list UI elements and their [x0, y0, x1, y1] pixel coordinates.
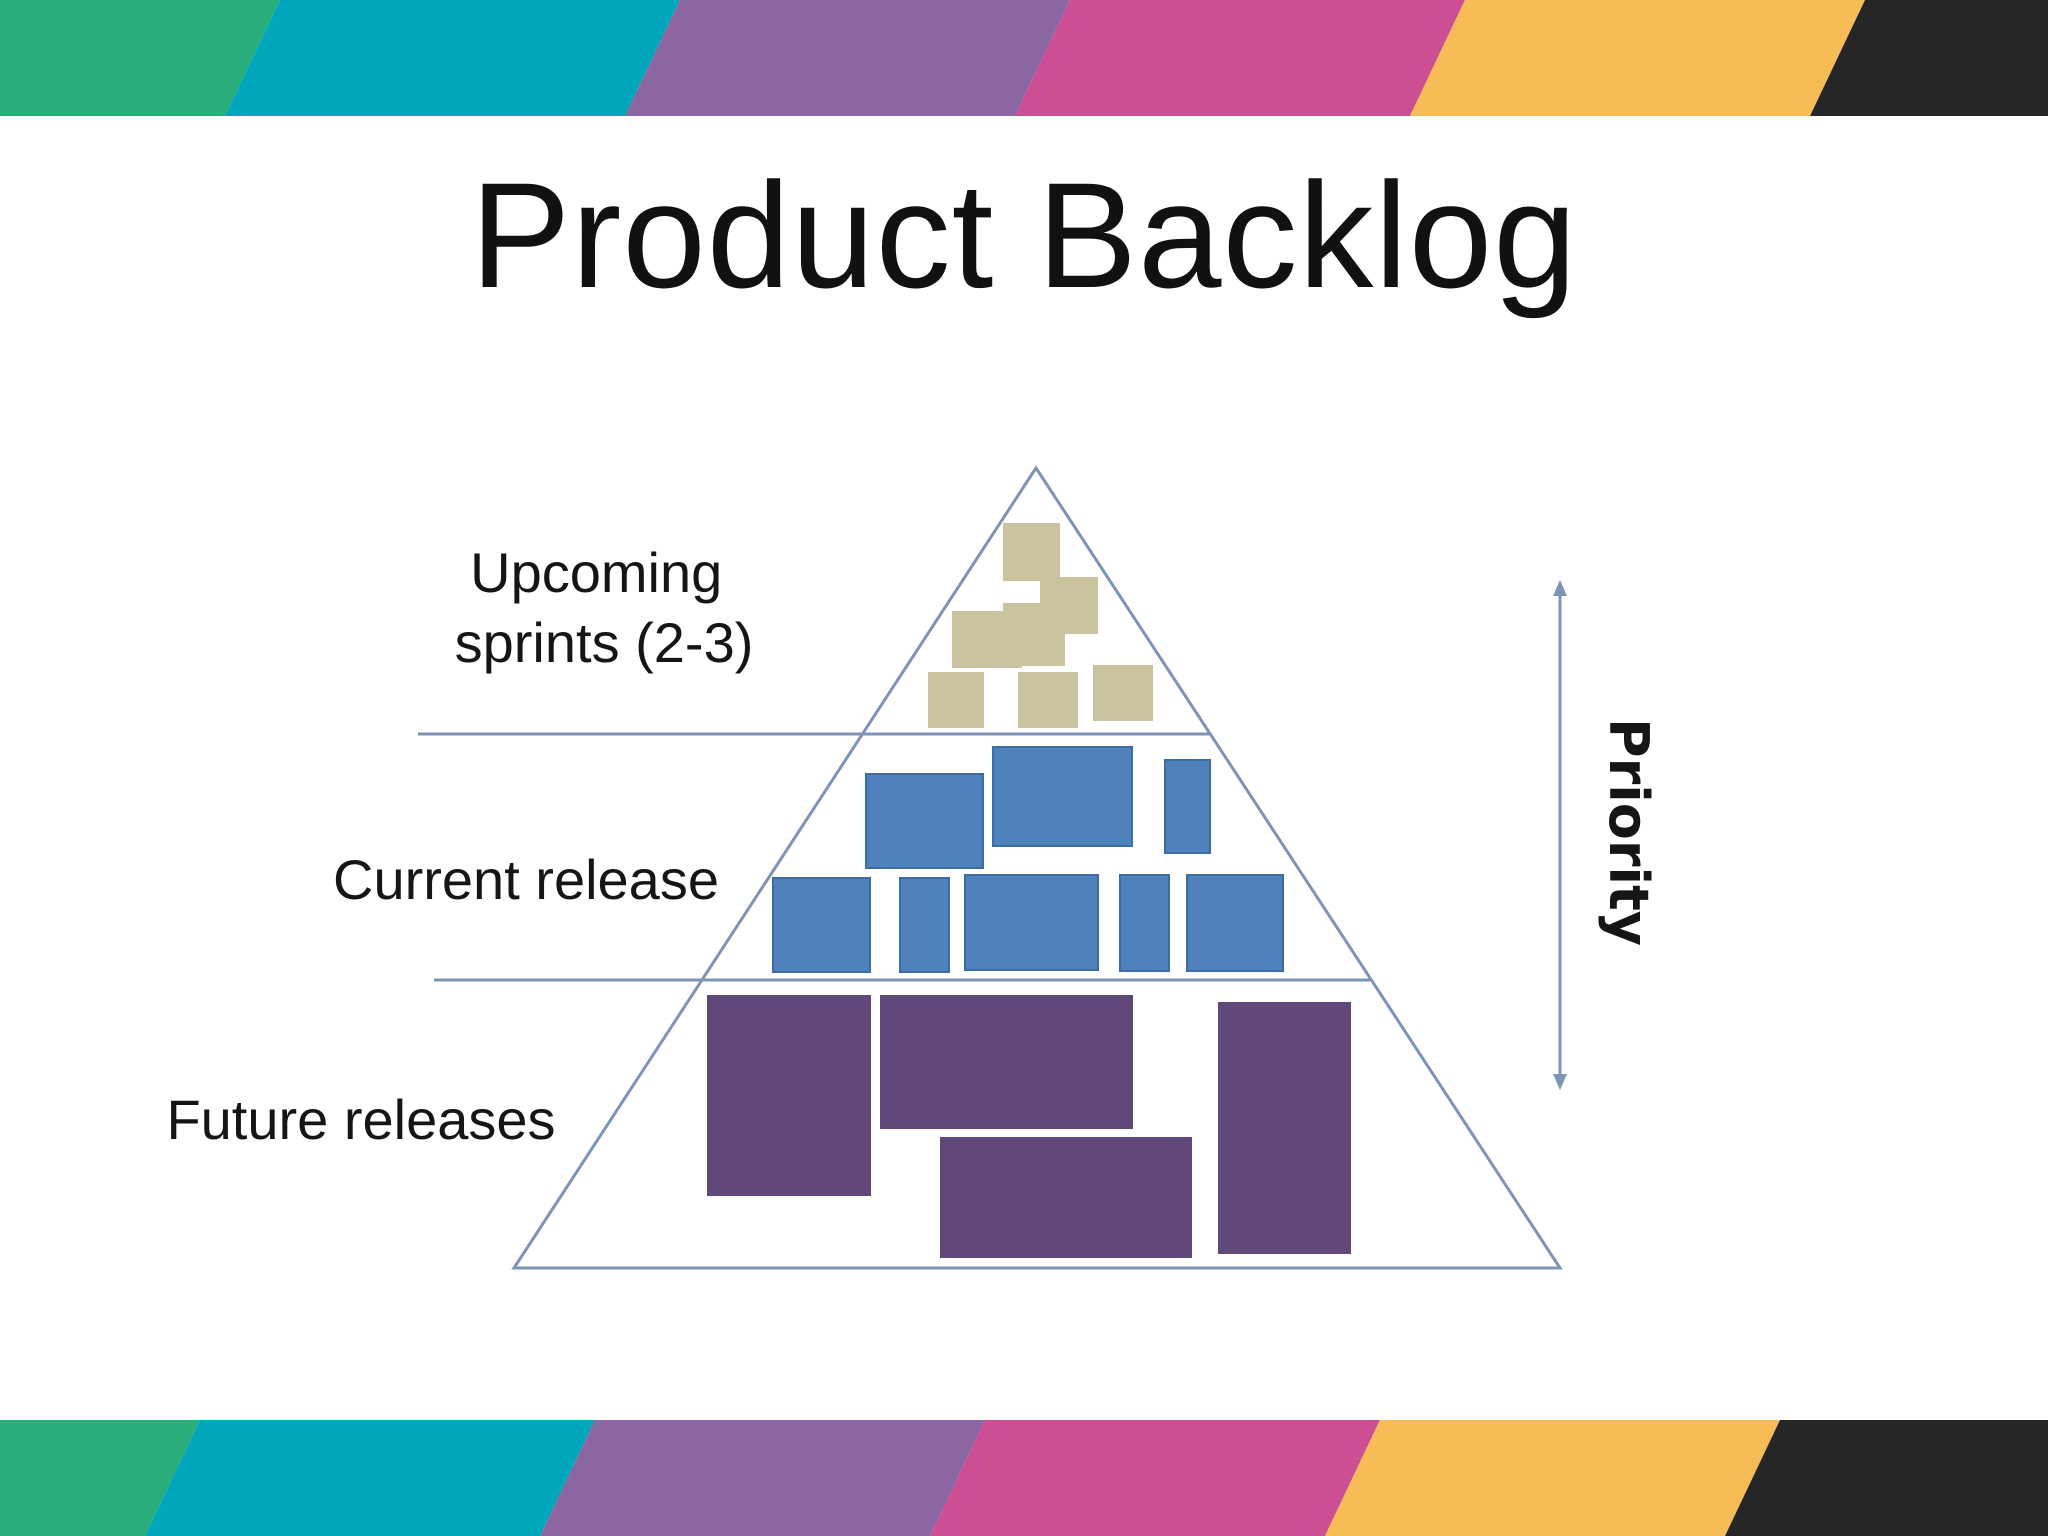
tier-label-upcoming-sprints: Upcoming sprints (2-3)	[455, 541, 754, 674]
slide-title: Product Backlog	[470, 151, 1578, 319]
tier-label-line: sprints (2-3)	[455, 611, 754, 674]
top-color-band	[0, 0, 2048, 116]
backlog-item	[952, 611, 1022, 668]
band-stripe-pink	[930, 1420, 1380, 1536]
bottom-color-band	[0, 1420, 2048, 1536]
backlog-item	[1218, 1002, 1351, 1254]
backlog-item	[928, 672, 984, 728]
tier-label-line: Upcoming	[470, 541, 722, 604]
tier-future-releases-items	[707, 995, 1351, 1258]
tier-label-line: Current release	[333, 848, 719, 911]
band-stripe-black	[1810, 0, 2048, 116]
backlog-item	[707, 995, 871, 1196]
backlog-item	[1093, 665, 1153, 721]
backlog-item	[865, 773, 984, 869]
tier-upcoming-sprints-items	[928, 523, 1153, 728]
band-stripe-yellow	[1325, 1420, 1780, 1536]
tier-label-line: Future releases	[166, 1088, 555, 1151]
band-stripe-black	[1725, 1420, 2048, 1536]
band-stripe-purple	[540, 1420, 985, 1536]
backlog-item	[940, 1137, 1192, 1258]
band-stripe-purple	[625, 0, 1070, 116]
backlog-item	[964, 874, 1099, 971]
band-stripe-green	[0, 0, 280, 116]
backlog-item	[992, 746, 1133, 847]
band-stripe-teal	[145, 1420, 595, 1536]
backlog-item	[772, 877, 871, 973]
band-stripe-teal	[225, 0, 680, 116]
band-stripe-yellow	[1410, 0, 1865, 116]
backlog-item	[1003, 523, 1060, 581]
tier-label-current-release: Current release	[333, 848, 719, 911]
arrow-down-icon	[1553, 1074, 1567, 1090]
tier-label-future-releases: Future releases	[166, 1088, 555, 1151]
backlog-item	[1186, 874, 1284, 972]
backlog-item	[880, 995, 1133, 1129]
tier-current-release-items	[772, 746, 1284, 973]
priority-label: Priority	[1597, 718, 1660, 946]
backlog-item	[1119, 874, 1170, 972]
backlog-item	[1164, 759, 1211, 854]
priority-axis: Priority	[1553, 580, 1660, 1090]
arrow-up-icon	[1553, 580, 1567, 596]
backlog-item	[899, 877, 950, 973]
band-stripe-green	[0, 1420, 200, 1536]
pyramid-outline	[511, 465, 1563, 1270]
backlog-item	[1018, 672, 1078, 728]
band-stripe-pink	[1015, 0, 1465, 116]
